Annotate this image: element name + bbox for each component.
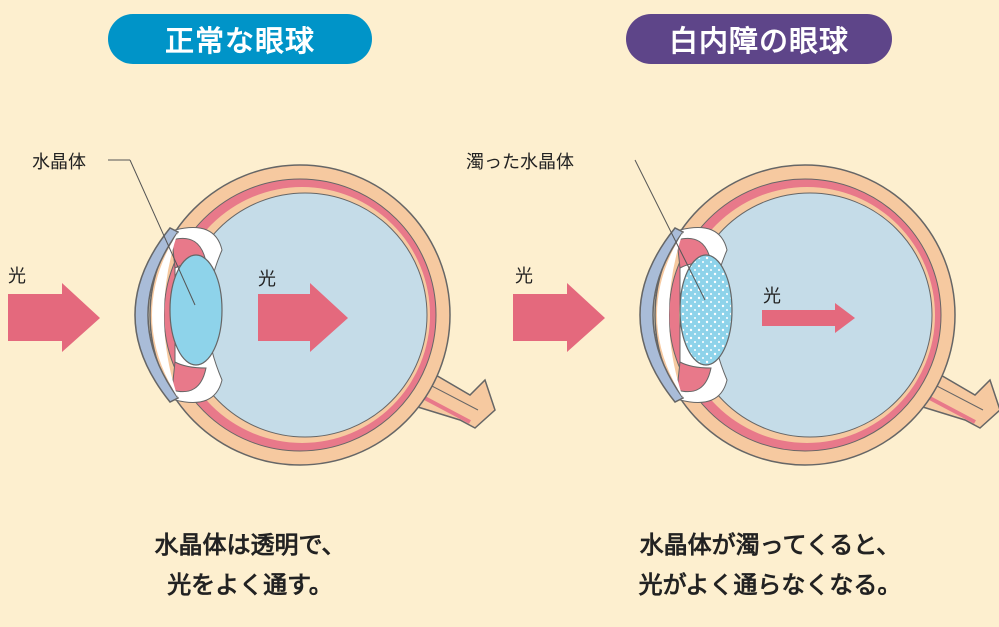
light-arrow-through	[258, 283, 348, 352]
caption-line: 光をよく通す。	[167, 571, 333, 599]
cataract-eyeball	[513, 159, 999, 467]
label-lens: 水晶体	[32, 152, 86, 173]
label-cloudy-lens: 濁った水晶体	[466, 152, 574, 173]
caption-line: 光がよく通らなくなる。	[638, 571, 902, 599]
clear-lens	[169, 254, 223, 366]
cloudy-lens	[681, 256, 731, 364]
lens-leader-line	[129, 159, 196, 306]
caption-normal: 水晶体は透明で、 光をよく通す。	[100, 525, 400, 605]
caption-line: 水晶体が濁ってくると、	[639, 531, 901, 559]
caption-line: 水晶体は透明で、	[154, 531, 346, 559]
light-arrow-incoming	[513, 283, 605, 352]
light-arrow-weak	[762, 303, 855, 333]
label-light-inner-right: 光	[763, 286, 781, 307]
title-cataract-eye: 白内障の眼球	[626, 14, 892, 64]
title-normal-eye: 正常な眼球	[108, 14, 372, 64]
caption-cataract: 水晶体が濁ってくると、 光がよく通らなくなる。	[580, 525, 960, 605]
label-light-inner-left: 光	[258, 269, 276, 290]
light-arrow-incoming	[8, 283, 100, 352]
normal-eyeball	[8, 159, 497, 467]
label-light-right: 光	[515, 266, 533, 287]
label-light-left: 光	[8, 266, 26, 287]
